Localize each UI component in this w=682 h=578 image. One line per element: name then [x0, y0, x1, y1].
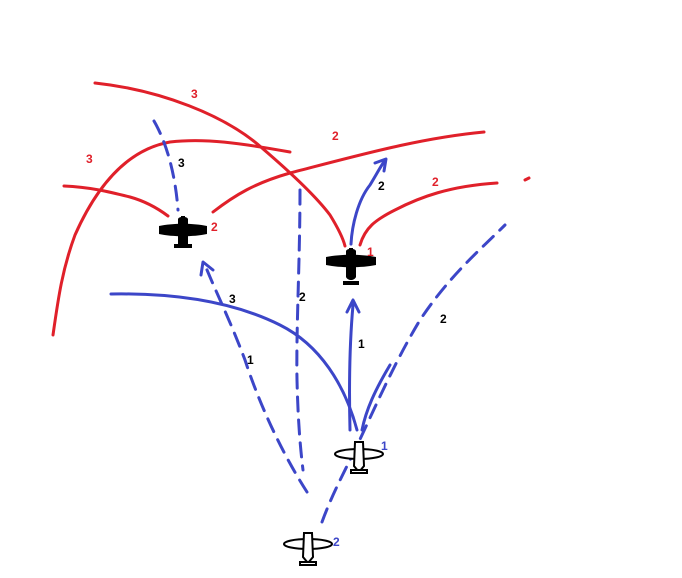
white-plane-icon	[334, 441, 384, 474]
red-path-tail-right	[523, 176, 531, 182]
blue-path-left-sweep	[109, 292, 359, 432]
red-path-right-short	[358, 181, 499, 247]
blue-dash-left-climb	[203, 263, 309, 494]
friendly-plane-1	[334, 441, 384, 474]
blue-dash-right-climb	[320, 223, 507, 524]
red-path-top-arc	[93, 81, 347, 248]
blue-solid-trajectories	[109, 157, 388, 432]
label-black-2-center: 2	[299, 290, 306, 304]
path-labels: 3 3 2 2 2 1 3 2 3 2 2 1 1 1 2	[86, 87, 447, 549]
label-blue-2: 2	[333, 535, 340, 549]
label-blue-1: 1	[381, 439, 388, 453]
red-path-left-big-arc	[51, 139, 292, 337]
blue-dash-center-vertical	[295, 188, 305, 472]
enemy-plane-left	[159, 216, 207, 248]
label-red-2-right: 2	[432, 175, 439, 189]
friendly-plane-2	[283, 532, 333, 566]
blue-dash-top-left	[152, 119, 180, 212]
blue-path-right-solid-to-dash	[360, 363, 392, 432]
label-red-3-top: 3	[191, 87, 198, 101]
blue-arrow-head-right	[373, 157, 388, 173]
label-black-3-top: 3	[178, 156, 185, 170]
red-path-left-short	[62, 184, 170, 218]
blue-path-up-arrow	[347, 303, 355, 432]
label-black-1-center: 1	[358, 337, 365, 351]
enemy-plane-center	[326, 248, 376, 285]
label-black-2-up: 2	[378, 179, 385, 193]
blue-arrow-head-center	[345, 298, 361, 314]
label-red-2-top: 2	[332, 129, 339, 143]
label-red-3-left: 3	[86, 152, 93, 166]
label-red-2-left-plane: 2	[211, 220, 218, 234]
black-plane-icon	[159, 216, 207, 248]
black-plane-icon	[326, 248, 376, 285]
label-black-1-left: 1	[247, 353, 254, 367]
label-red-1: 1	[367, 245, 374, 259]
blue-path-up-right	[349, 158, 387, 246]
red-trajectories	[51, 81, 531, 337]
label-black-3-mid: 3	[229, 292, 236, 306]
label-black-2-right: 2	[440, 312, 447, 326]
blue-arrow-head-left	[199, 260, 215, 277]
white-plane-icon	[283, 532, 333, 566]
blue-dashed-trajectories	[152, 119, 507, 524]
red-path-long-to-upper-right	[211, 130, 486, 214]
